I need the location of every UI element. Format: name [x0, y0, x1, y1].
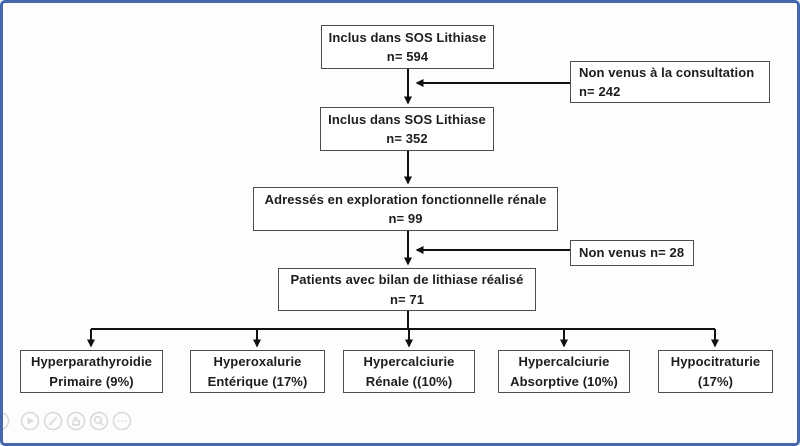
- node-label: Inclus dans SOS Lithiase: [328, 111, 486, 127]
- node-workup-done: Patients avec bilan de lithiase réalisé …: [278, 268, 536, 311]
- pencil-icon[interactable]: [43, 411, 63, 431]
- node-label: Non venus à la consultation: [579, 64, 755, 80]
- node-label: Hyperoxalurie: [213, 354, 302, 369]
- viewer-toolbar: [3, 411, 132, 431]
- node-count: n= 71: [389, 291, 425, 307]
- node-not-come-28: Non venus n= 28: [570, 240, 694, 266]
- magnifier-icon[interactable]: [89, 411, 109, 431]
- node-referred-exploration: Adressés en exploration fonctionnelle ré…: [253, 187, 558, 231]
- node-label: Hypocitraturie: [670, 354, 761, 369]
- thumbs-up-icon[interactable]: [66, 411, 86, 431]
- node-diagnosis-hyperparathyroidie: Hyperparathyroidie Primaire (9%): [20, 350, 163, 393]
- node-count: n= 99: [388, 211, 423, 226]
- node-diagnosis-hyperoxalurie: Hyperoxalurie Entérique (17%): [190, 350, 325, 393]
- node-diagnosis-hypercalciurie-absorptive: Hypercalciurie Absorptive (10%): [498, 350, 630, 393]
- node-included-sos-352: Inclus dans SOS Lithiase n= 352: [320, 107, 494, 151]
- node-label: Hyperparathyroidie: [30, 354, 152, 369]
- more-icon[interactable]: [112, 411, 132, 431]
- node-not-come-consultation: Non venus à la consultation n= 242: [570, 61, 770, 103]
- play-icon[interactable]: [20, 411, 40, 431]
- node-value: Rénale ((10%): [365, 373, 453, 389]
- node-label: Hypercalciurie: [363, 354, 455, 369]
- node-label: Adressés en exploration fonctionnelle ré…: [264, 191, 547, 207]
- node-included-sos-594: Inclus dans SOS Lithiase n= 594: [321, 25, 494, 69]
- node-label: Patients avec bilan de lithiase réalisé: [290, 272, 524, 287]
- node-count: n= 242: [579, 84, 621, 99]
- node-diagnosis-hypocitraturie: Hypocitraturie (17%): [658, 350, 773, 393]
- node-diagnosis-hypercalciurie-renale: Hypercalciurie Rénale ((10%): [343, 350, 475, 393]
- partial-circle-icon[interactable]: [3, 412, 10, 430]
- node-label: Inclus dans SOS Lithiase: [328, 29, 487, 45]
- node-count: n= 352: [386, 131, 428, 146]
- node-value: (17%): [697, 373, 734, 389]
- node-value: Primaire (9%): [49, 373, 134, 389]
- node-count: n= 594: [386, 49, 429, 64]
- node-value: Absorptive (10%): [510, 373, 618, 389]
- node-label: Non venus n= 28: [579, 245, 685, 261]
- node-value: Entérique (17%): [207, 373, 308, 389]
- node-label: Hypercalciurie: [518, 354, 610, 369]
